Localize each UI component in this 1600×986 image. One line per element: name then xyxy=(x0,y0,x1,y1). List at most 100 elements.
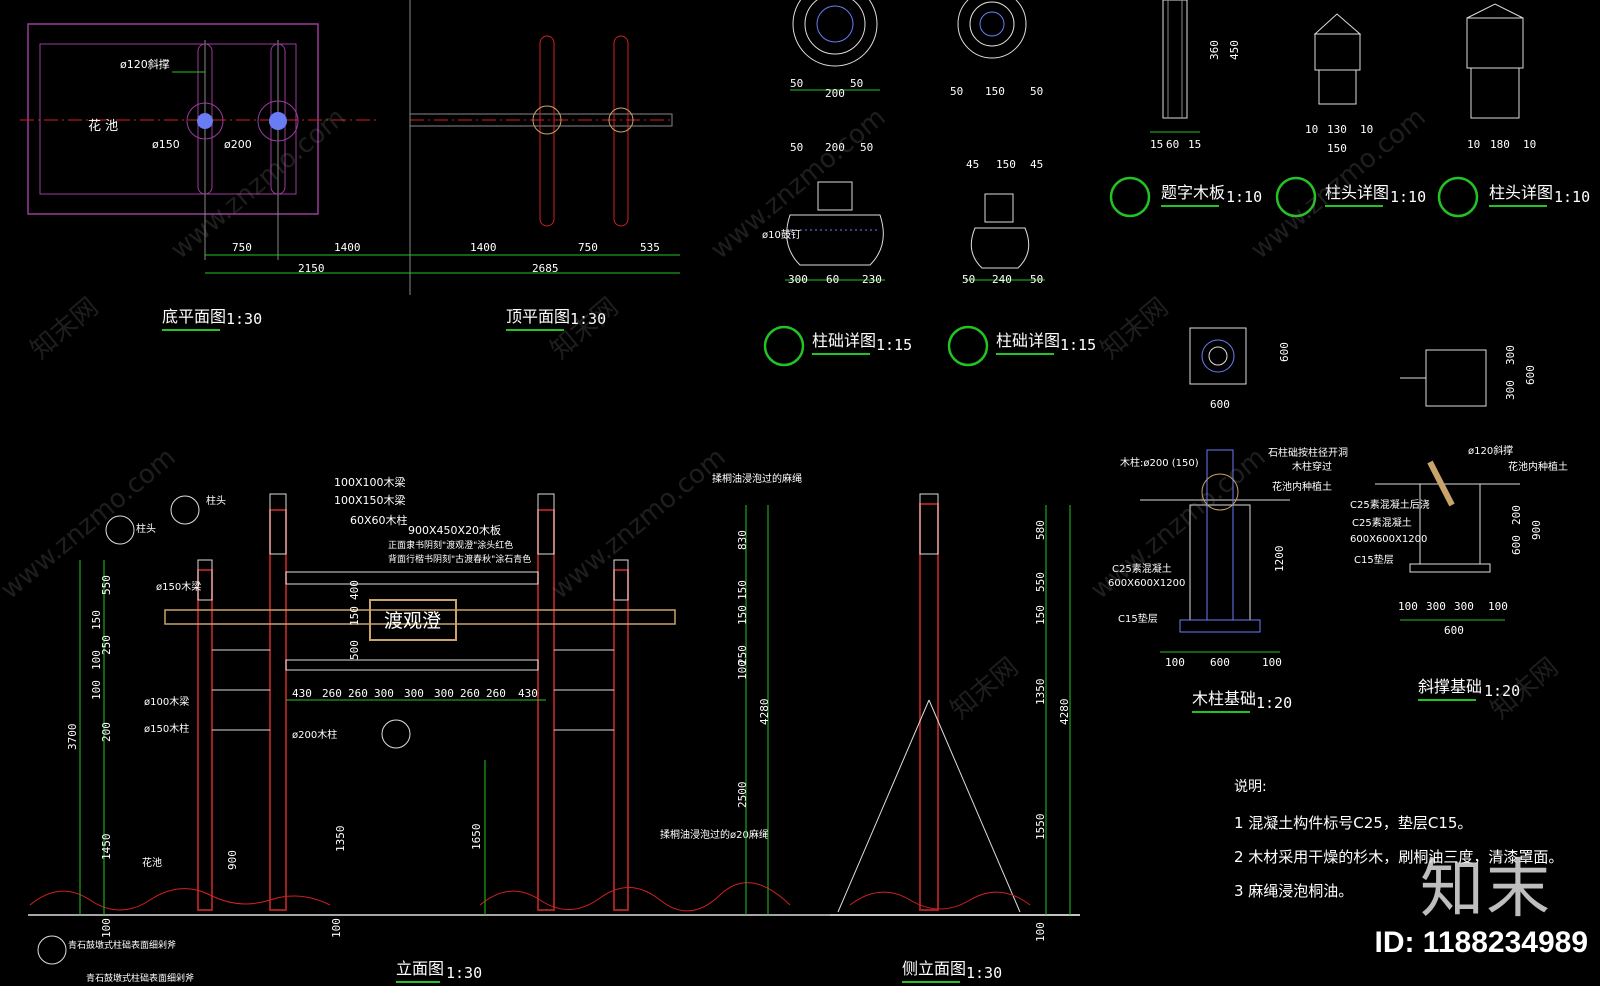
dim-2685: 2685 xyxy=(532,262,559,275)
label: 揉桐油浸泡过的ø20麻绳 xyxy=(660,828,769,841)
dim: 1200 xyxy=(1273,546,1286,573)
sign-text: 渡观澄 xyxy=(384,610,441,632)
cap-b-scale: 1:10 xyxy=(1554,188,1590,206)
label: 100X150木梁 xyxy=(334,493,406,507)
label: 60X60木柱 xyxy=(350,513,408,527)
side-elev-title: 侧立面图 xyxy=(902,959,966,978)
dim: 900 xyxy=(1530,520,1543,540)
image-id-label: ID: 1188234989 xyxy=(1374,926,1588,959)
watermark-text: 知末网 xyxy=(545,292,624,365)
front-elev-scale: 1:30 xyxy=(446,964,482,982)
plaque-scale: 1:10 xyxy=(1226,188,1262,206)
dim: 400 xyxy=(348,580,361,600)
dim: 1550 xyxy=(1034,814,1047,841)
label: ø150木柱 xyxy=(144,722,189,735)
dim: 260 xyxy=(460,687,480,700)
brace-found-scale: 1:20 xyxy=(1484,682,1520,700)
dim: 230 xyxy=(862,273,882,286)
column-base-detail-b: 50 150 50 45 150 45 50 240 50 柱础详图 1:15 xyxy=(947,0,1096,367)
label: 花池 xyxy=(142,856,162,869)
dim: 550 xyxy=(1034,572,1047,592)
bottom-plan-title: 底平面图 xyxy=(162,307,226,326)
dim: 150 xyxy=(1034,605,1047,625)
label: ø120斜撑 xyxy=(1468,444,1513,457)
dim: 300 xyxy=(788,273,808,286)
col-base-b-scale: 1:15 xyxy=(1060,336,1096,354)
dim-750: 750 xyxy=(232,241,252,254)
dim-535: 535 xyxy=(640,241,660,254)
dim: 150 xyxy=(996,158,1016,171)
col-base-b-title: 柱础详图 xyxy=(996,331,1060,350)
label: 600X600X1200 xyxy=(1350,534,1427,545)
dim: 3700 xyxy=(66,724,79,751)
dim: 300 xyxy=(434,687,454,700)
dim: 60 xyxy=(1166,138,1179,151)
front-elev-title: 立面图 xyxy=(396,959,444,978)
dim: 250 xyxy=(736,645,749,665)
dim: 360 xyxy=(1208,40,1221,60)
dim: 50 xyxy=(850,77,863,90)
watermark-layer: 知末网 知末网 知末网 知末网 知末网 www.znzmo.com www.zn… xyxy=(0,102,1564,725)
dim: 300 xyxy=(404,687,424,700)
dim: 150 xyxy=(985,85,1005,98)
notes-heading: 说明: xyxy=(1234,779,1267,795)
label: 石柱础按柱径开洞 xyxy=(1268,446,1348,459)
dim: 45 xyxy=(966,158,979,171)
dim: 50 xyxy=(1030,85,1043,98)
dim: 150 xyxy=(90,610,103,630)
dim: 100 xyxy=(1262,656,1282,669)
pond-label: 花 池 xyxy=(88,118,118,134)
label: 揉桐油浸泡过的麻绳 xyxy=(712,472,802,485)
foundation-plan-squares: 600 600 300 300 600 xyxy=(1189,327,1537,411)
dim: 180 xyxy=(1490,138,1510,151)
timber-found-scale: 1:20 xyxy=(1256,694,1292,712)
timber-foundation-detail: 木柱:ø200 (150) 石柱础按柱径开洞 木柱穿过 花池内种植土 C25素混… xyxy=(1108,446,1348,713)
dim: 100 xyxy=(1165,656,1185,669)
top-plan-scale: 1:30 xyxy=(570,310,606,328)
col-base-a-scale: 1:15 xyxy=(876,336,912,354)
dim: 100 xyxy=(1398,600,1418,613)
dim: 15 xyxy=(1188,138,1201,151)
label: 木柱:ø200 (150) xyxy=(1120,456,1199,469)
label: 900X450X20木板 xyxy=(408,523,501,537)
dim-1400: 1400 xyxy=(334,241,361,254)
dim: 50 xyxy=(962,273,975,286)
dim: 430 xyxy=(518,687,538,700)
nail-label: ø10鼓钉 xyxy=(762,228,801,241)
dim: 500 xyxy=(348,640,361,660)
brace-found-title: 斜撑基础 xyxy=(1418,677,1482,696)
label: ø200木柱 xyxy=(292,728,337,741)
dim: 260 xyxy=(348,687,368,700)
dim: 50 xyxy=(1030,273,1043,286)
dim: 100 xyxy=(100,918,113,938)
brand-watermark-logo: 知末 xyxy=(1420,853,1552,927)
column-base-detail-a: 50 200 50 50 200 50 ø10鼓钉 300 60 230 柱础详… xyxy=(762,0,912,367)
side-elev-scale: 1:30 xyxy=(966,964,1002,982)
dim: 430 xyxy=(292,687,312,700)
label: C25素混凝土 xyxy=(1112,562,1172,575)
dim: 100 xyxy=(90,650,103,670)
dim-750b: 750 xyxy=(578,241,598,254)
dim: 45 xyxy=(1030,158,1043,171)
dim: 200 xyxy=(825,87,845,100)
front-elevation-view: 渡观澄 100X100木梁 100X150木梁 60X60木柱 900X450X… xyxy=(28,472,1080,984)
dim: 10 xyxy=(1305,123,1318,136)
label: ø100木梁 xyxy=(144,695,189,708)
plaque-detail: 15 60 15 360 450 题字木板 1:10 xyxy=(1109,0,1262,218)
dim: 600 xyxy=(1444,624,1464,637)
dim: 200 xyxy=(100,722,113,742)
dim: 150 xyxy=(348,606,361,626)
note-item: 1 混凝土构件标号C25，垫层C15。 xyxy=(1234,814,1473,832)
dim: 260 xyxy=(322,687,342,700)
top-plan-title: 顶平面图 xyxy=(506,307,570,326)
dim: 600 xyxy=(1510,535,1523,555)
dim: 10 xyxy=(1467,138,1480,151)
dim: 260 xyxy=(486,687,506,700)
dim: 300 xyxy=(374,687,394,700)
dim: 10 xyxy=(1360,123,1373,136)
dim: 15 xyxy=(1150,138,1163,151)
dim: 900 xyxy=(226,850,239,870)
post200-label: ø200 xyxy=(224,138,252,151)
dim: 1350 xyxy=(334,826,347,853)
